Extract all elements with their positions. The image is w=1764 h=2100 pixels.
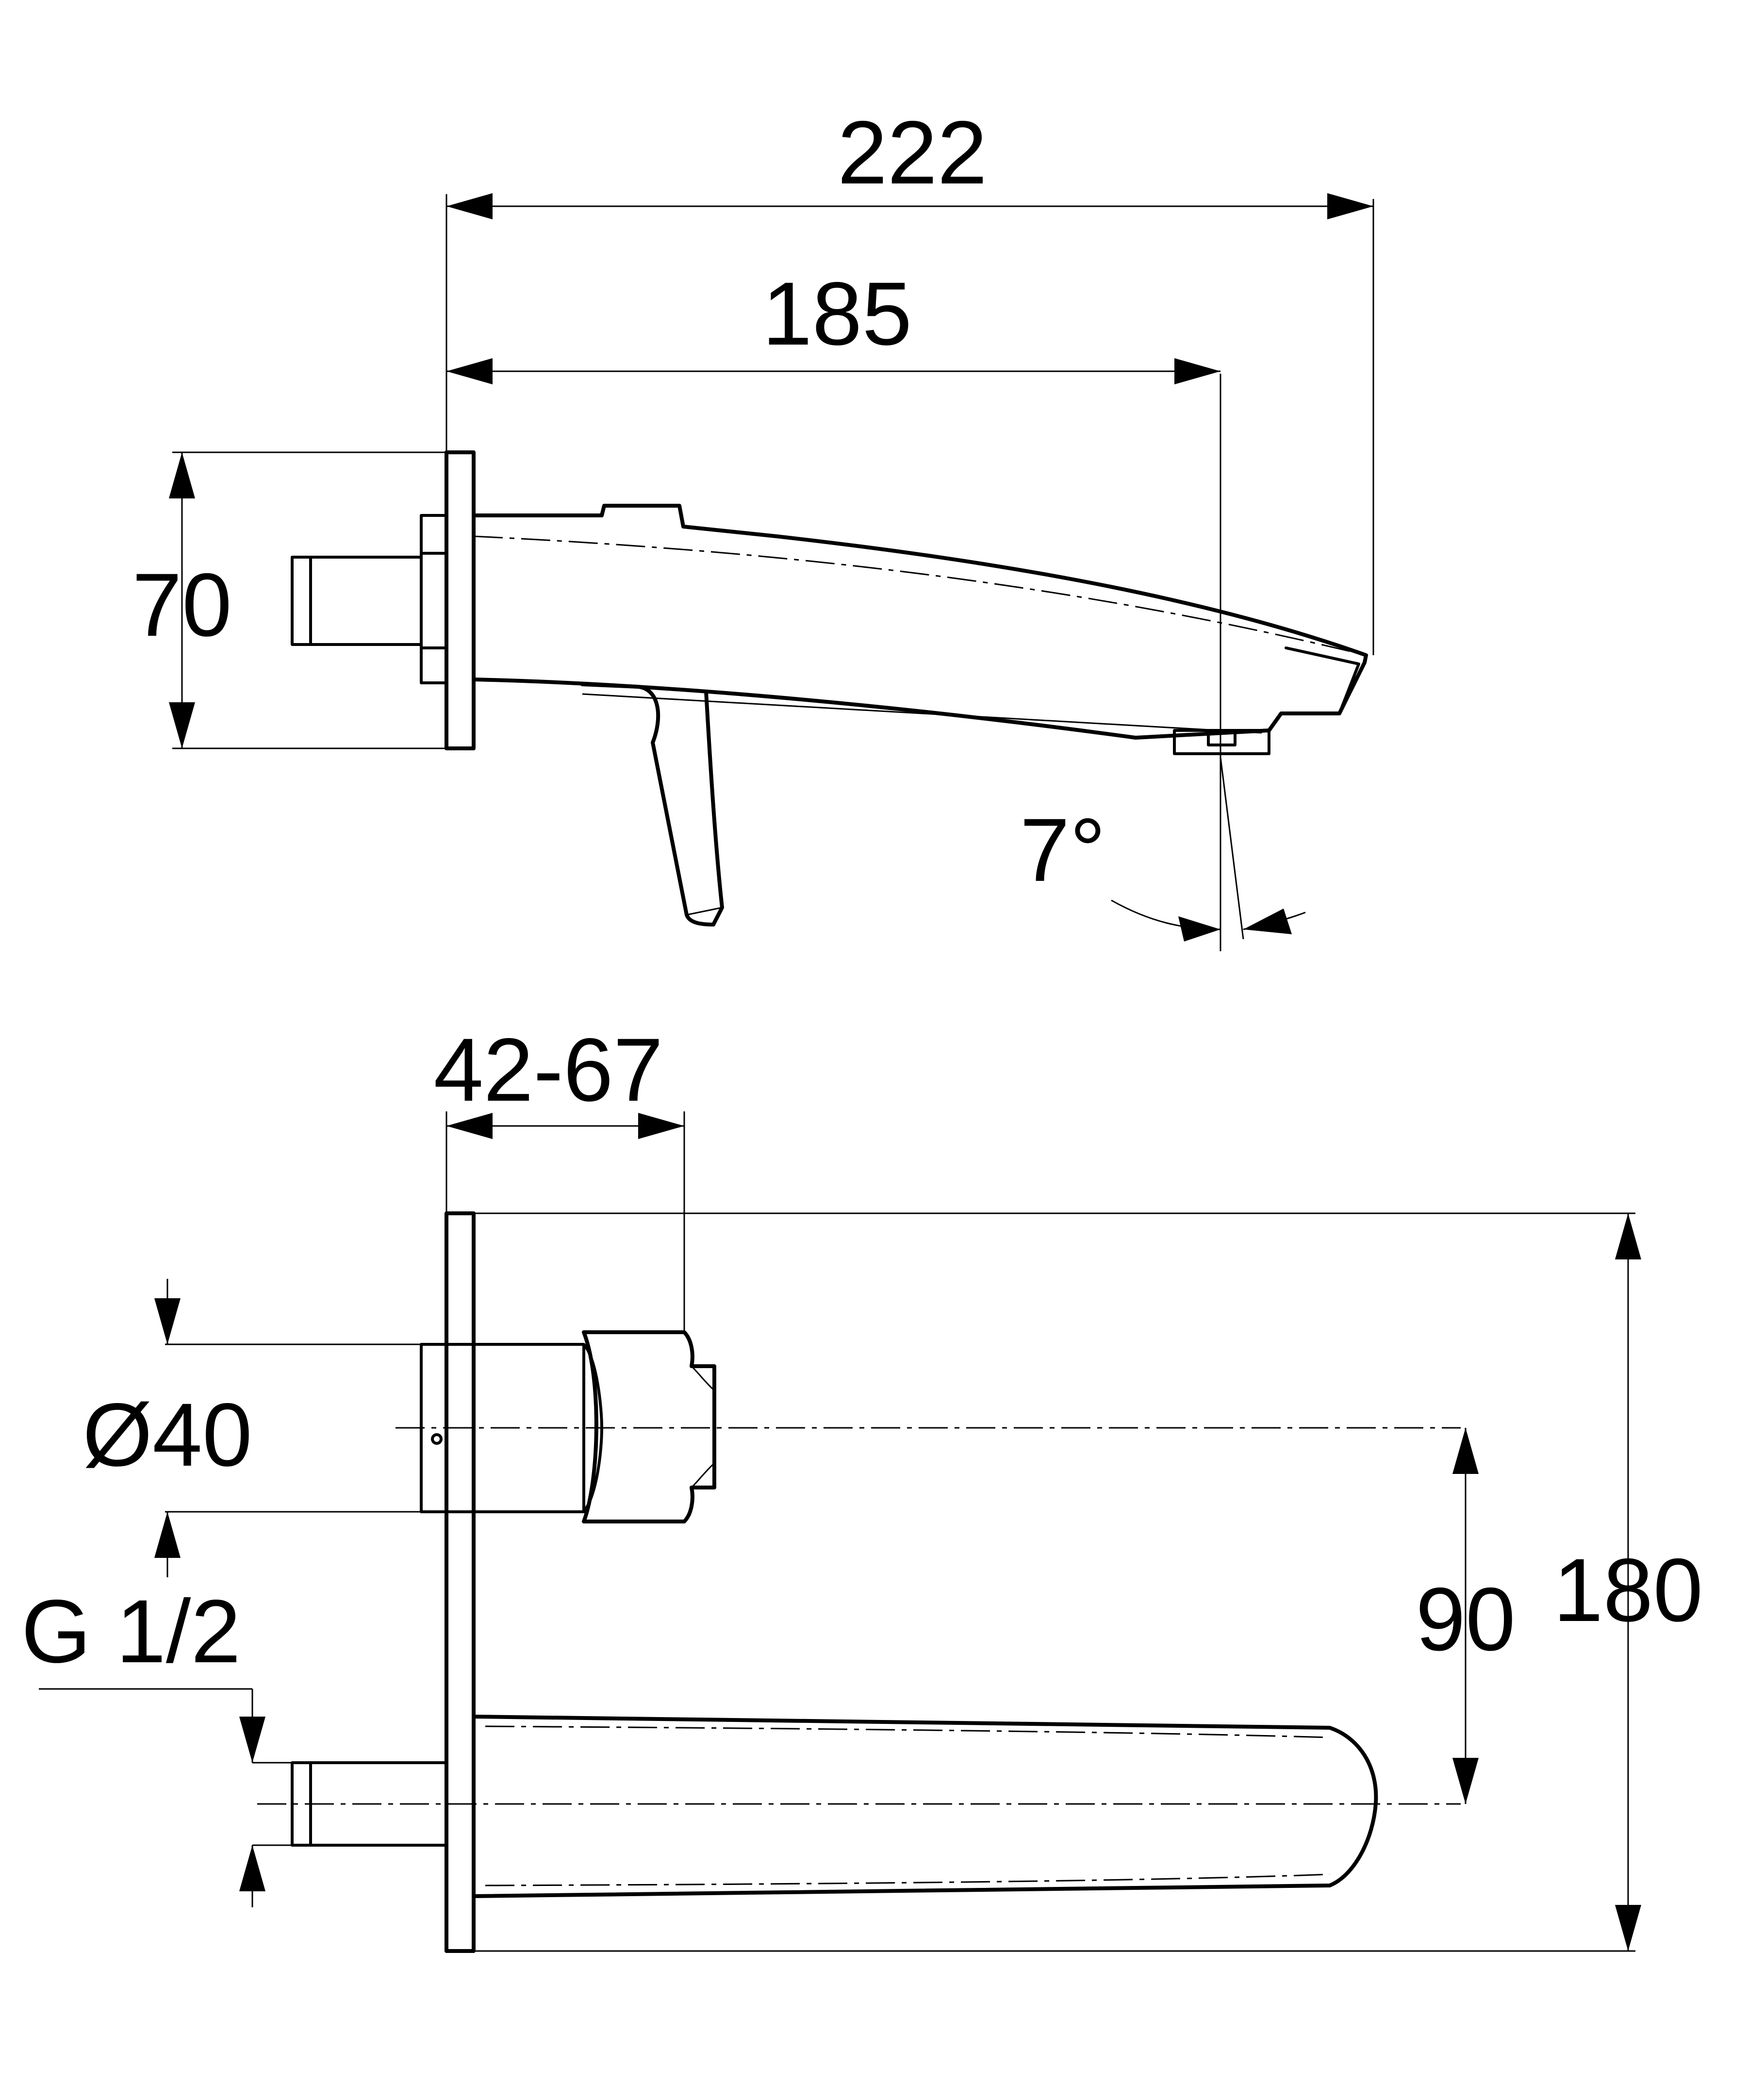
dim-outlet-angle: 7°	[1020, 800, 1106, 900]
dim-plate-height: 70	[132, 555, 232, 655]
side-spout-body	[472, 504, 1368, 740]
side-lever-handle	[580, 682, 724, 926]
dim-centre-distance: 90	[1416, 1570, 1516, 1670]
front-spout	[472, 1715, 1378, 1898]
side-rear-stub	[291, 556, 423, 646]
front-mixer-cap	[582, 1330, 716, 1523]
dim-mixer-diameter: Ø40	[82, 1385, 252, 1485]
front-wall-plate	[445, 1211, 476, 1953]
dim-thread-size: G 1/2	[21, 1582, 241, 1682]
side-mounting-block	[420, 514, 448, 684]
dim-overall-projection: 222	[838, 103, 988, 203]
front-connection-stub	[291, 1761, 448, 1847]
front-view: 42-67 Ø40 G 1/2 90 180	[21, 1020, 1703, 1953]
dim-plate-total-height: 180	[1553, 1540, 1703, 1640]
dim-spout-projection: 185	[762, 264, 912, 364]
side-view: 222 185 70 7°	[132, 103, 1374, 951]
dim-wall-depth-range: 42-67	[433, 1020, 663, 1120]
side-wall-plate	[445, 450, 476, 750]
